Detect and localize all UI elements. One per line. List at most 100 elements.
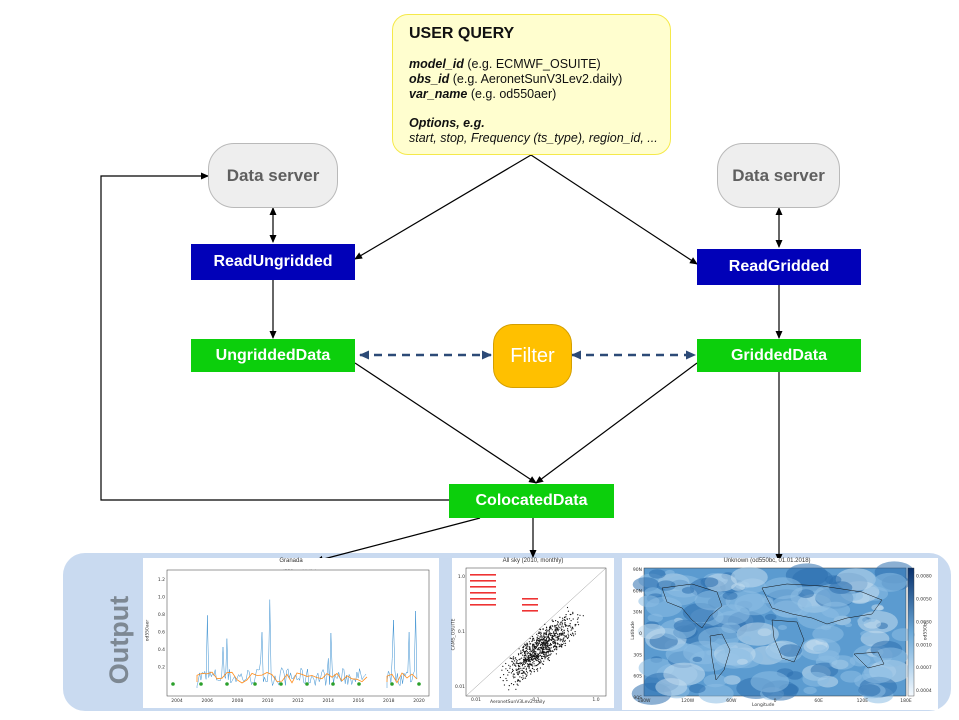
scatter-point — [517, 679, 519, 682]
scatter-point — [579, 614, 581, 616]
scatter-point — [552, 620, 554, 622]
scatter-point — [524, 672, 526, 674]
scatter-point — [554, 644, 556, 646]
scatter-point — [563, 642, 565, 644]
scatter-point — [511, 670, 514, 673]
map-colorbar — [907, 567, 915, 697]
scatter-point — [540, 659, 542, 661]
scatter-point — [564, 642, 567, 644]
scatter-point — [515, 662, 517, 664]
scatter-point — [534, 655, 536, 657]
map-coastline — [771, 619, 805, 663]
scatter-point — [502, 680, 504, 682]
scatter-point — [556, 647, 558, 649]
scatter-point — [541, 657, 543, 659]
scatter-point — [512, 675, 514, 677]
scatter-point — [550, 644, 553, 646]
scatter-point — [549, 639, 551, 641]
scatter-point — [553, 631, 555, 633]
scatter-point — [533, 669, 535, 671]
scatter-point — [544, 655, 546, 657]
gridded-data-node: GriddedData — [697, 339, 861, 372]
scatter-point — [532, 644, 534, 647]
scatter-point — [570, 626, 572, 628]
scatter-point — [548, 629, 550, 631]
timeseries-xtick: 2020 — [413, 698, 425, 704]
map-aod-blob — [730, 566, 768, 588]
scatter-point — [541, 641, 543, 643]
user-query-box: USER QUERY model_id (e.g. ECMWF_OSUITE) … — [392, 14, 671, 155]
scatter-point — [546, 651, 549, 653]
scatter-point — [562, 617, 564, 619]
scatter-point — [532, 639, 534, 641]
scatter-point — [539, 667, 541, 669]
scatter-point — [558, 644, 560, 646]
scatter-point — [557, 628, 559, 630]
scatter-point — [548, 638, 550, 640]
scatter-point — [532, 640, 534, 642]
scatter-point — [540, 661, 542, 663]
scatter-point — [532, 665, 534, 667]
scatter-point — [521, 669, 524, 671]
timeseries-yearly-point — [357, 682, 361, 686]
map-ytick: 90S — [633, 695, 642, 701]
map-aod-blob — [665, 643, 705, 666]
scatter-point — [536, 636, 538, 638]
scatter-point — [568, 640, 571, 642]
scatter-point — [574, 631, 576, 633]
scatter-point — [555, 632, 557, 634]
scatter-point — [521, 657, 523, 659]
scatter-point — [545, 636, 547, 638]
scatter-point — [563, 618, 565, 621]
scatter-point — [562, 644, 564, 646]
scatter-point — [560, 621, 562, 623]
scatter-point — [525, 645, 527, 647]
scatter-point — [512, 656, 515, 658]
map-xtick: 180E — [900, 698, 912, 704]
map-aod-blob — [664, 569, 675, 576]
scatter-point — [519, 680, 521, 682]
scatter-point — [518, 665, 520, 668]
map-aod-blob — [812, 625, 844, 643]
scatter-point — [542, 628, 544, 630]
scatter-point — [557, 621, 559, 623]
scatter-point — [535, 643, 537, 645]
scatter-point — [520, 650, 522, 652]
scatter-point — [524, 677, 527, 679]
scatter-point — [533, 652, 536, 654]
map-aod-blob — [700, 577, 719, 588]
scatter-point — [552, 642, 554, 644]
scatter-point — [549, 634, 551, 636]
scatter-point — [517, 672, 519, 674]
scatter-point — [571, 632, 574, 634]
scatter-point — [564, 616, 566, 618]
read-ungridded-node: ReadUngridded — [191, 244, 355, 280]
scatter-point — [538, 663, 540, 665]
scatter-point — [520, 663, 522, 665]
scatter-point — [547, 648, 549, 650]
scatter-point — [563, 637, 565, 639]
scatter-point — [528, 663, 530, 665]
scatter-point — [542, 639, 544, 641]
scatter-point — [525, 647, 527, 649]
scatter-point — [515, 669, 517, 672]
scatter-point — [542, 644, 544, 646]
scatter-point — [550, 639, 552, 641]
scatter-point — [529, 659, 531, 661]
scatter-point — [528, 665, 530, 667]
scatter-point — [544, 658, 546, 660]
scatter-point — [540, 636, 542, 638]
map-aod-blob — [872, 572, 907, 592]
scatter-point — [510, 657, 512, 660]
scatter-point — [560, 627, 562, 629]
scatter-point — [528, 667, 530, 669]
scatter-point — [548, 630, 550, 632]
scatter-point — [547, 635, 549, 637]
scatter-point — [533, 658, 535, 660]
scatter-point — [525, 667, 527, 669]
scatter-point — [522, 667, 524, 669]
scatter-point — [514, 676, 516, 678]
map-aod-blob — [868, 617, 876, 622]
scatter-point — [547, 643, 549, 645]
scatter-point — [551, 638, 554, 640]
